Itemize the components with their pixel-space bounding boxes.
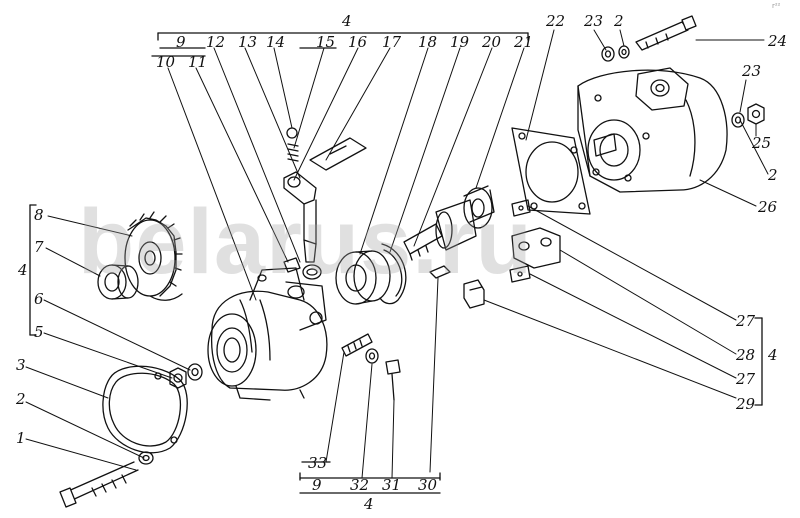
bracket-28	[511, 227, 561, 269]
pump-body-26	[577, 67, 728, 193]
bottom-bracket	[299, 461, 441, 494]
snap-ring-19	[379, 243, 407, 305]
watermark: belarus.ru	[78, 191, 533, 293]
washer-2-top	[618, 45, 630, 59]
callout-26: 26	[758, 198, 778, 216]
callout-17: 17	[382, 33, 402, 51]
callout-32: 32	[350, 476, 370, 494]
callout-25: 25	[752, 134, 772, 152]
callout-20: 20	[482, 33, 502, 51]
callout-29: 29	[736, 395, 756, 413]
bearing-7	[97, 264, 139, 300]
shift-lever-16	[283, 171, 317, 263]
callout-15: 15	[316, 33, 336, 51]
stud-24	[635, 15, 697, 51]
callout-12: 12	[206, 33, 226, 51]
callout-9-top: 9	[176, 33, 186, 51]
bolt-31	[385, 359, 401, 401]
callout-9-bottom: 9	[312, 476, 322, 494]
callout-27-top: 27	[736, 312, 756, 330]
bearing-18	[335, 250, 391, 305]
nut-25	[747, 103, 765, 125]
pin-10	[283, 257, 301, 273]
plate-27-bottom	[509, 265, 531, 283]
washer-32	[365, 348, 379, 364]
callout-19: 19	[450, 33, 470, 51]
stud-33	[341, 333, 373, 357]
callout-3: 3	[16, 356, 26, 374]
callout-11: 11	[188, 53, 208, 71]
key-29	[463, 279, 485, 309]
callout-18: 18	[418, 33, 438, 51]
callout-6: 6	[34, 290, 44, 308]
ball-14	[286, 127, 298, 139]
callout-27-bottom: 27	[736, 370, 756, 388]
spline-coupling-21	[463, 185, 495, 229]
spring-15	[287, 143, 299, 162]
washer-2	[138, 451, 154, 465]
callout-31: 31	[382, 476, 402, 494]
callout-30: 30	[418, 476, 438, 494]
top-bracket	[151, 32, 529, 57]
callout-16: 16	[348, 33, 368, 51]
callout-23-right: 23	[742, 62, 762, 80]
callout-28: 28	[736, 346, 756, 364]
callout-2-top: 2	[614, 12, 624, 30]
callout-4-bottom: 4	[364, 495, 374, 513]
gasket-22	[511, 127, 591, 215]
right-bracket	[754, 317, 763, 406]
key-30	[429, 265, 451, 279]
gasket-3	[102, 365, 188, 454]
callout-4-left: 4	[18, 261, 28, 279]
callout-2-right: 2	[768, 166, 778, 184]
callout-5: 5	[34, 323, 44, 341]
callout-33: 33	[308, 454, 328, 472]
washer-6	[187, 363, 203, 381]
bevel-gear-8	[124, 211, 183, 301]
callout-4-top: 4	[342, 12, 352, 30]
corner-mark: r²²	[772, 2, 781, 10]
washer-23-top	[601, 46, 615, 62]
nut-5	[169, 367, 187, 389]
callout-2: 2	[16, 390, 26, 408]
callout-24: 24	[768, 32, 788, 50]
bolt-1	[59, 461, 139, 508]
plug-17	[309, 137, 367, 171]
callout-23-top: 23	[584, 12, 604, 30]
callout-21: 21	[514, 33, 534, 51]
callout-7: 7	[34, 238, 44, 256]
gear-housing	[207, 267, 328, 401]
callout-13: 13	[238, 33, 258, 51]
callout-14: 14	[266, 33, 286, 51]
callout-10: 10	[156, 53, 176, 71]
plate-27-top	[511, 199, 531, 217]
ring-11	[302, 264, 322, 280]
callout-22: 22	[546, 12, 566, 30]
callout-1: 1	[16, 429, 26, 447]
callout-4-right: 4	[768, 346, 778, 364]
left-bracket	[29, 204, 37, 336]
leader-lines	[25, 29, 769, 479]
callout-8: 8	[34, 206, 44, 224]
drive-shaft-20	[403, 199, 477, 261]
